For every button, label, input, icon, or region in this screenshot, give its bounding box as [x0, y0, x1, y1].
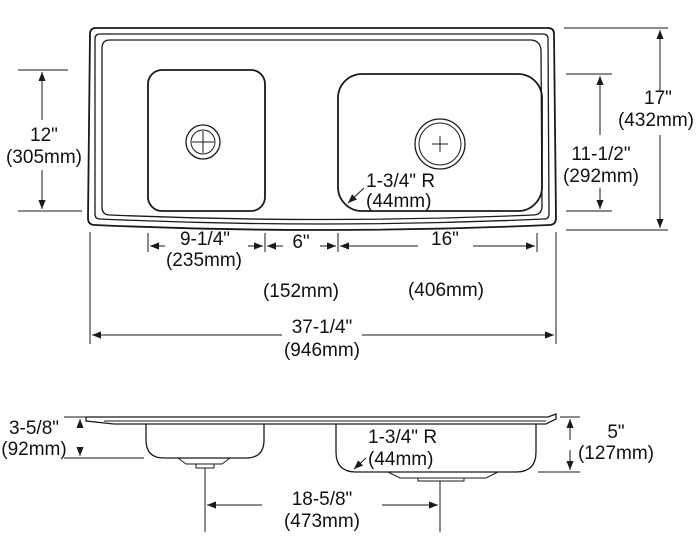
- top-radius-metric: (44mm): [366, 191, 431, 212]
- right-bowl-depth-imperial: 5": [607, 422, 624, 443]
- overall-width-metric: (432mm): [618, 110, 694, 131]
- side-radius-imperial: 1-3/4" R: [368, 427, 437, 448]
- left-bowl-length-metric: (305mm): [6, 147, 82, 168]
- right-drain-inner: [418, 122, 462, 166]
- bowl-spacing-metric: (152mm): [263, 281, 339, 302]
- left-bowl-width-metric: (235mm): [166, 250, 242, 271]
- right-drain-outer: [414, 118, 466, 170]
- left-drain-outer: [185, 124, 221, 160]
- sink-deck-outline: [101, 39, 543, 221]
- side-left-drain: [177, 457, 231, 469]
- side-radius-metric: (44mm): [368, 449, 433, 470]
- dimension-overall-width: 17" (432mm): [564, 27, 694, 231]
- left-bowl: [147, 69, 266, 212]
- overall-width-imperial: 17": [644, 88, 672, 109]
- side-deck: [85, 413, 557, 425]
- overall-length-metric: (946mm): [284, 340, 360, 361]
- side-right-drain: [387, 471, 499, 482]
- callout-side-corner-radius: 1-3/4" R (44mm): [353, 427, 437, 470]
- right-bowl-width-imperial: 16": [431, 229, 459, 250]
- left-bowl-depth-metric: (92mm): [1, 439, 66, 460]
- right-bowl-length-imperial: 11-1/2": [571, 144, 630, 165]
- side-view: 3-5/8" (92mm) 5" (127mm) 1-3/4" R (44mm)…: [1, 413, 654, 532]
- sink-rim-line: [94, 33, 550, 225]
- dimension-left-bowl-length: 12" (305mm): [6, 69, 82, 212]
- dimension-overall-length: 37-1/4" (946mm): [89, 232, 557, 361]
- left-bowl-depth-imperial: 3-5/8": [9, 418, 59, 439]
- drain-spacing-imperial: 18-5/8": [292, 489, 353, 510]
- right-bowl-width-metric: (406mm): [408, 280, 484, 301]
- right-bowl: [337, 73, 543, 212]
- side-right-bowl: [335, 424, 537, 473]
- top-radius-imperial: 1-3/4" R: [366, 171, 435, 192]
- bowl-spacing-imperial: 6": [292, 232, 309, 253]
- dimension-left-bowl-depth: 3-5/8" (92mm): [1, 416, 144, 460]
- left-drain-inner: [190, 129, 216, 155]
- left-bowl-width-imperial: 9-1/4": [180, 229, 230, 250]
- right-bowl-length-metric: (292mm): [563, 166, 639, 187]
- top-view: 12" (305mm) 17" (432mm) 11-1/2" (292mm) …: [6, 27, 694, 361]
- dimension-drain-spacing: 18-5/8" (473mm): [204, 468, 441, 532]
- sink-outer-outline: [87, 27, 557, 231]
- dimension-right-bowl-length: 11-1/2" (292mm): [563, 73, 639, 212]
- right-bowl-depth-metric: (127mm): [578, 443, 654, 464]
- drain-spacing-metric: (473mm): [284, 511, 360, 532]
- left-bowl-length-imperial: 12": [30, 125, 58, 146]
- overall-length-imperial: 37-1/4": [292, 317, 353, 338]
- side-left-bowl: [145, 424, 265, 459]
- dimension-bowl-widths: 9-1/4" (235mm) 6" (152mm) 16" (406mm): [147, 229, 538, 302]
- dimension-right-bowl-depth: 5" (127mm): [538, 416, 654, 473]
- callout-top-corner-radius: 1-3/4" R (44mm): [347, 171, 435, 212]
